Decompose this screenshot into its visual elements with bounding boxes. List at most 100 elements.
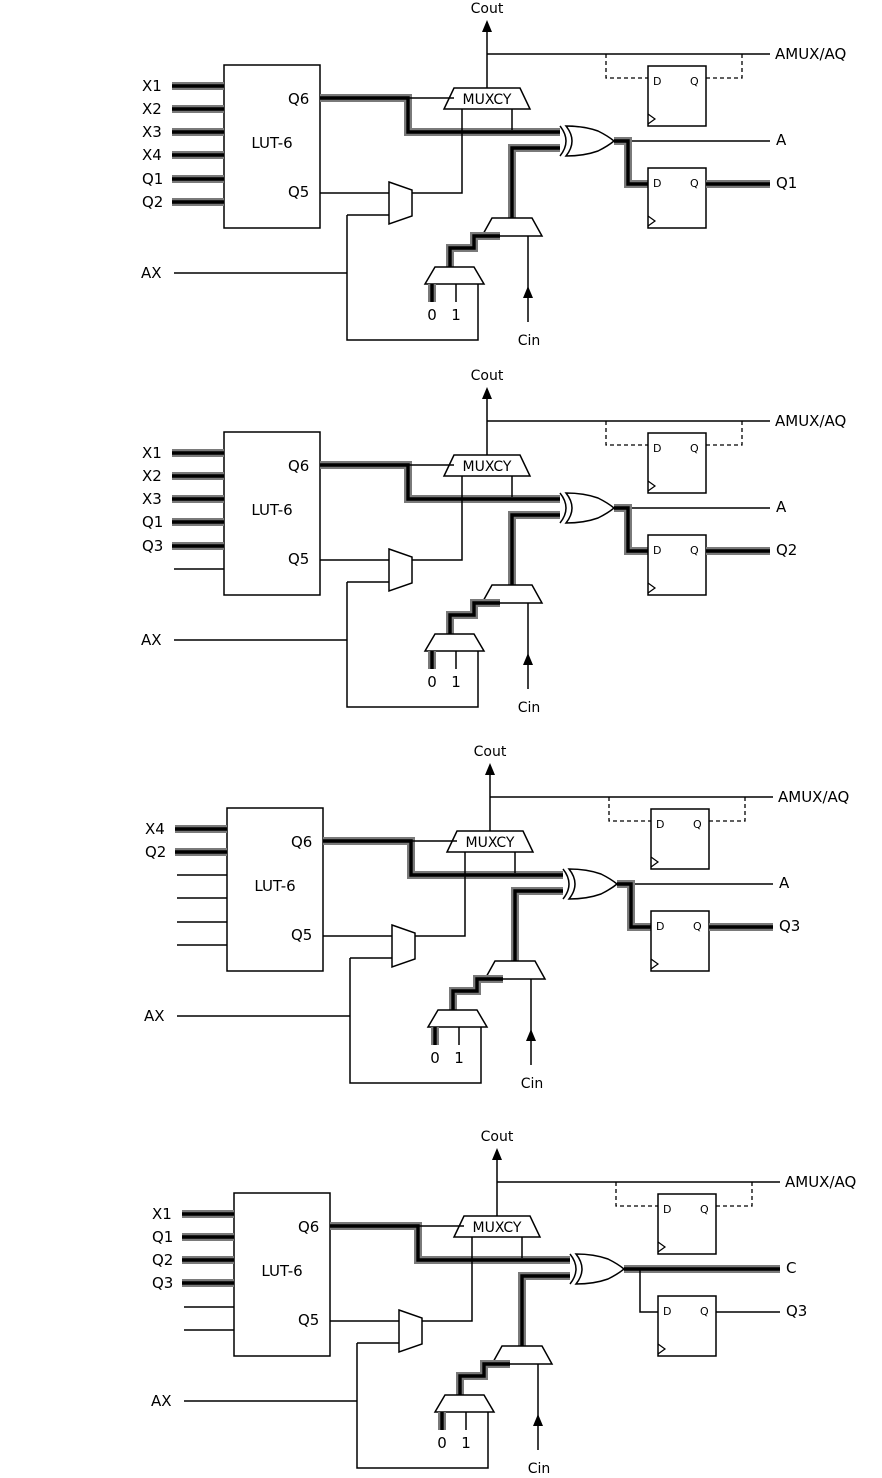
dashed-route	[615, 1182, 658, 1207]
lut-block	[233, 1192, 331, 1357]
lut-input-label: Q3	[142, 537, 163, 555]
aq-flipflop	[657, 1193, 717, 1255]
dashed-route	[716, 1182, 753, 1207]
const-zero-label: 0	[430, 1049, 440, 1067]
ff-d-label: D	[653, 75, 661, 88]
carry-init-mux	[490, 1345, 554, 1365]
q5-label: Q5	[298, 1311, 319, 1329]
const-mux	[423, 266, 486, 285]
dashed-route	[706, 421, 743, 446]
clock-icon	[647, 582, 657, 594]
muxcy-di-wire	[412, 109, 463, 194]
ax-loop	[346, 215, 479, 341]
ff-q-label: Q	[693, 818, 702, 831]
muxcy-label: MUXCY	[463, 459, 512, 475]
const-mux	[426, 1009, 489, 1028]
ff-output-label: Q1	[776, 174, 797, 192]
muxcy-label: MUXCY	[463, 92, 512, 108]
clock-icon	[657, 1343, 667, 1355]
lut-input-label: X4	[145, 820, 165, 838]
q5-label: Q5	[288, 550, 309, 568]
o6-bus	[330, 1222, 570, 1264]
o5-mux	[398, 1308, 423, 1354]
lut-label: LUT-6	[251, 501, 292, 519]
cin-label: Cin	[528, 1461, 551, 1477]
output-flipflop	[647, 534, 707, 596]
lut-input-label: X3	[142, 123, 162, 141]
aq-flipflop	[647, 432, 707, 494]
output-flipflop	[647, 167, 707, 229]
ff-d-label: D	[656, 920, 664, 933]
ff-q-label: Q	[690, 544, 699, 557]
ff-q-label: Q	[690, 177, 699, 190]
carry-bus	[508, 144, 560, 218]
ax-label: AX	[151, 1392, 172, 1410]
lut-input-label: Q1	[142, 513, 163, 531]
lut-label: LUT-6	[254, 877, 295, 895]
const-one-label: 1	[451, 306, 461, 324]
xor-gate	[559, 125, 616, 157]
cout-label: Cout	[474, 744, 507, 760]
xor-output-label: C	[786, 1259, 796, 1277]
ff-q-label: Q	[700, 1203, 709, 1216]
o6-bus	[320, 94, 560, 136]
dashed-route	[605, 54, 648, 79]
lut-input-label: Q1	[152, 1228, 173, 1246]
init-bus	[456, 1360, 510, 1395]
init-bus	[449, 975, 503, 1010]
aq-flipflop	[650, 808, 710, 870]
clock-icon	[650, 958, 660, 970]
const-mux	[423, 633, 486, 652]
lut-block	[223, 431, 321, 596]
ff-d-label: D	[663, 1305, 671, 1318]
cout-label: Cout	[471, 368, 504, 384]
cin-arrow-icon	[523, 286, 533, 298]
xor-gate	[569, 1253, 626, 1285]
muxcy	[445, 830, 535, 853]
ff-q-label: Q	[690, 75, 699, 88]
ff-output-label: Q3	[786, 1302, 807, 1320]
q6-label: Q6	[288, 457, 309, 475]
xor-to-ff-bus	[614, 137, 648, 188]
muxcy-label: MUXCY	[473, 1220, 522, 1236]
dashed-route	[608, 797, 651, 822]
muxcy-di-wire	[422, 1237, 473, 1322]
const-one-label: 1	[451, 673, 461, 691]
xor-gate	[559, 492, 616, 524]
muxcy-label: MUXCY	[466, 835, 515, 851]
ff-output-label: Q3	[779, 917, 800, 935]
ff-d-label: D	[663, 1203, 671, 1216]
cin-arrow-icon	[526, 1029, 536, 1041]
carry-init-mux	[483, 960, 547, 980]
lut-input-label: X2	[142, 467, 162, 485]
muxcy-di-wire	[412, 476, 463, 561]
output-flipflop	[657, 1295, 717, 1357]
ax-label: AX	[141, 264, 162, 282]
ax-loop	[349, 958, 482, 1084]
carry-init-mux	[480, 584, 544, 604]
amux-label: AMUX/AQ	[775, 45, 846, 63]
q6-label: Q6	[298, 1218, 319, 1236]
ff-q-label: Q	[693, 920, 702, 933]
cin-label: Cin	[518, 700, 541, 716]
xor-to-ff-bus	[614, 504, 648, 555]
ax-loop	[346, 582, 479, 708]
clock-icon	[650, 856, 660, 868]
ff-d-label: D	[653, 177, 661, 190]
ff-d-label: D	[656, 818, 664, 831]
ax-loop	[356, 1343, 489, 1469]
ff-d-label: D	[653, 544, 661, 557]
carry-bus	[511, 887, 563, 961]
ff-d-label: D	[653, 442, 661, 455]
lut-block	[223, 64, 321, 229]
amux-label: AMUX/AQ	[775, 412, 846, 430]
o6-bus	[323, 837, 563, 879]
const-zero-label: 0	[427, 306, 437, 324]
const-one-label: 1	[454, 1049, 464, 1067]
carry-bus	[508, 511, 560, 585]
